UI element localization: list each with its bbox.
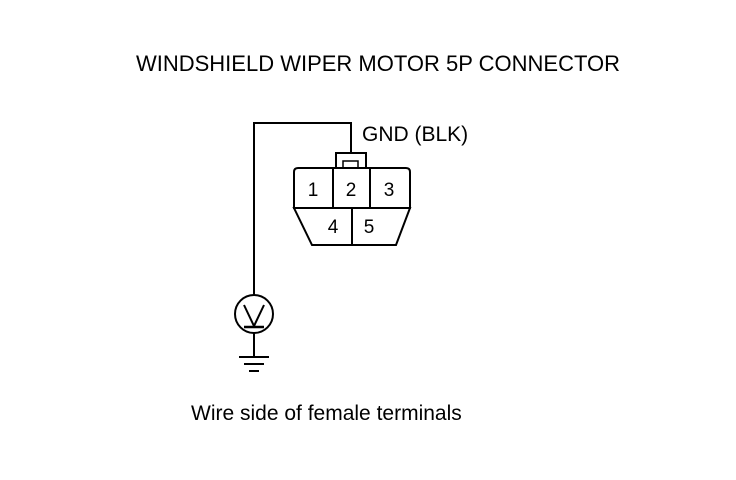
ground-label: GND (BLK) xyxy=(362,123,468,146)
test-lead-wire xyxy=(253,122,352,296)
probe-tip xyxy=(342,160,359,169)
voltmeter-icon xyxy=(234,294,274,334)
pin-3-label: 3 xyxy=(384,180,395,201)
diagram-caption: Wire side of female terminals xyxy=(191,402,462,425)
ground-icon xyxy=(239,356,269,372)
pin-1-label: 1 xyxy=(308,180,319,201)
pin-2-label: 2 xyxy=(346,180,357,201)
pin-4-label: 4 xyxy=(328,217,339,238)
connector-housing xyxy=(292,167,412,246)
diagram-title: WINDSHIELD WIPER MOTOR 5P CONNECTOR xyxy=(136,51,620,76)
pin-5-label: 5 xyxy=(364,217,375,238)
